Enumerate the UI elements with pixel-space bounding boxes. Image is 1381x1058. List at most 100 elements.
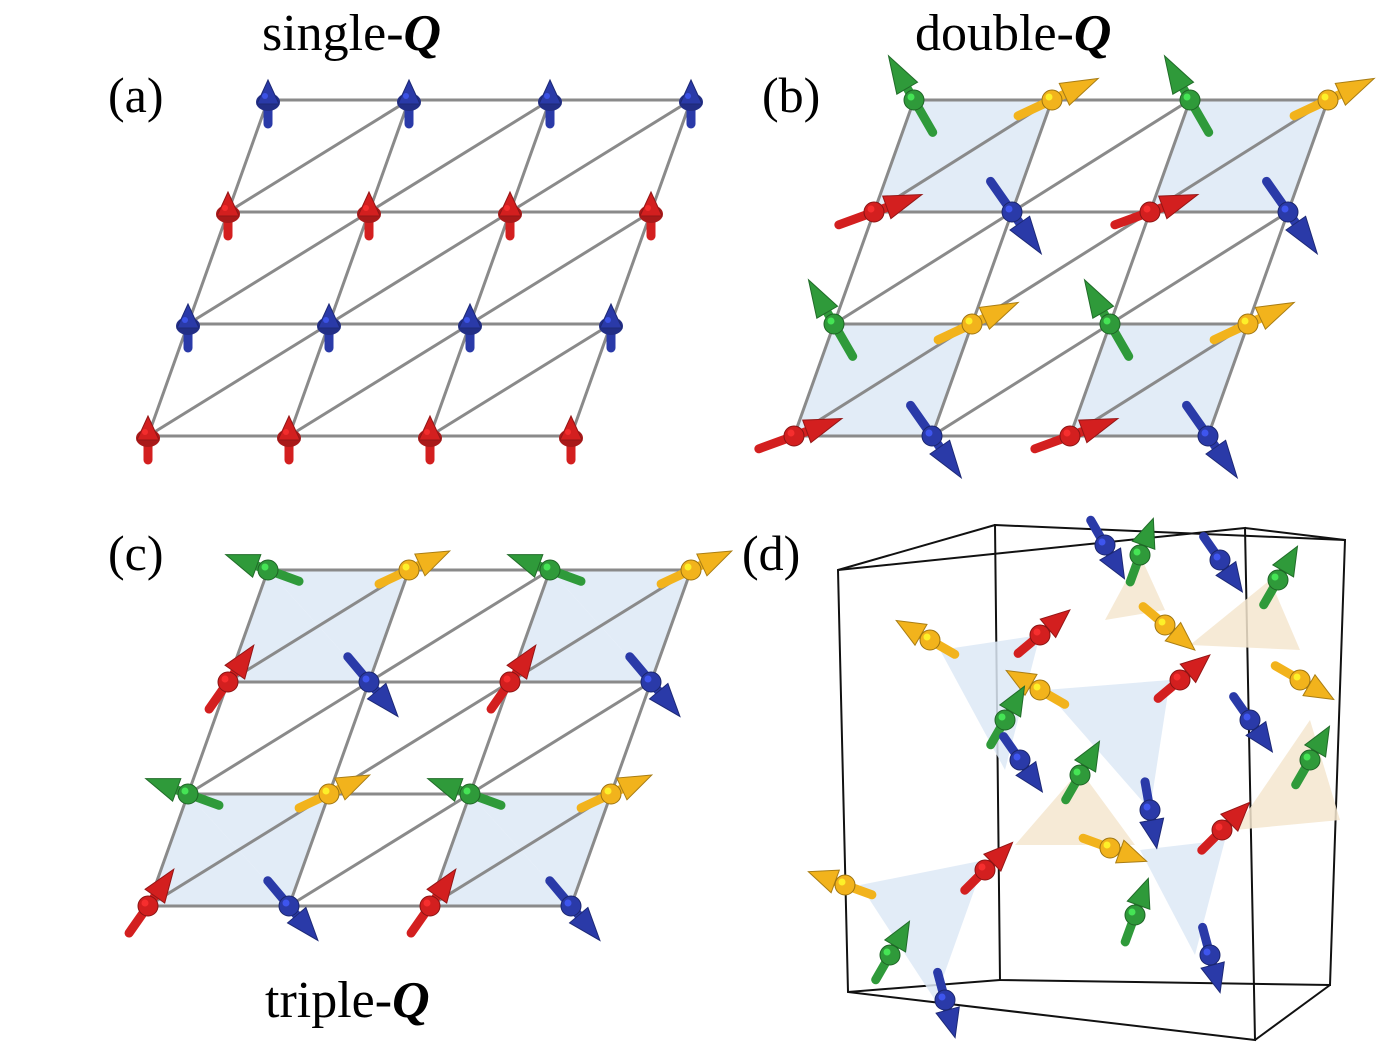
sphere-highlight xyxy=(1243,713,1251,721)
arrow-icon xyxy=(256,78,280,105)
bond-line xyxy=(186,211,230,325)
sphere-icon xyxy=(1211,819,1233,841)
bond-line xyxy=(569,323,613,437)
bond-line xyxy=(1109,210,1289,326)
sphere-icon xyxy=(863,201,885,223)
arrow-icon xyxy=(426,867,457,904)
sphere-highlight xyxy=(1173,673,1181,681)
arrow-icon xyxy=(639,190,663,217)
sphere-highlight xyxy=(1281,205,1289,213)
sphere-highlight xyxy=(838,878,846,886)
sphere-icon xyxy=(1029,679,1051,701)
sphere-highlight xyxy=(182,317,188,323)
sphere-icon xyxy=(459,783,481,805)
plaquette-triangle xyxy=(228,570,369,682)
sphere-icon xyxy=(823,313,845,335)
sphere-icon xyxy=(1059,425,1081,447)
arrow-icon xyxy=(506,554,544,579)
sphere-highlight xyxy=(363,205,369,211)
bond-line xyxy=(930,323,974,437)
sphere-highlight xyxy=(605,317,611,323)
arrow-icon xyxy=(1163,54,1195,95)
arrow-icon xyxy=(1334,77,1376,106)
arrow-icon xyxy=(418,414,442,441)
sphere-highlight xyxy=(322,787,330,795)
sphere-highlight xyxy=(565,429,571,435)
panel-a-single-q-lattice xyxy=(136,78,703,465)
arrow-icon xyxy=(136,414,160,441)
sphere-icon xyxy=(1209,549,1231,571)
sphere-highlight xyxy=(402,563,410,571)
bond-line xyxy=(428,323,472,437)
arrow-icon xyxy=(224,554,262,579)
sphere-highlight xyxy=(261,563,269,571)
sphere-highlight xyxy=(1063,429,1071,437)
plaquette-triangle xyxy=(1190,580,1300,650)
bond-line xyxy=(288,322,471,438)
sphere-highlight xyxy=(1201,429,1209,437)
panel-label-d: (d) xyxy=(742,525,800,581)
sphere-highlight xyxy=(142,429,148,435)
sphere-highlight xyxy=(1005,205,1013,213)
arrow-icon xyxy=(538,78,562,105)
plaquette-triangle xyxy=(1045,680,1170,810)
arrow-icon xyxy=(807,278,839,319)
bond-line xyxy=(509,568,692,684)
sphere-highlight xyxy=(1143,803,1151,811)
title-double-prefix: double- xyxy=(915,5,1074,62)
bond-line xyxy=(569,793,613,907)
bond-line xyxy=(469,210,652,326)
arrow-icon xyxy=(1285,215,1319,256)
bond-line xyxy=(832,211,876,325)
sphere-highlight xyxy=(644,675,652,683)
sphere-highlight xyxy=(938,993,946,1001)
sphere-icon xyxy=(1289,669,1311,691)
sphere-highlight xyxy=(1293,673,1301,681)
sphere-highlight xyxy=(787,429,795,437)
sphere-highlight xyxy=(283,429,289,435)
sphere-icon xyxy=(600,783,622,805)
sphere-icon xyxy=(1069,764,1091,786)
arrow-icon xyxy=(414,550,452,577)
sphere-icon xyxy=(539,559,561,581)
arrow-icon xyxy=(679,78,703,105)
plaquette-triangle xyxy=(268,570,409,682)
bond-line xyxy=(468,211,512,325)
sphere-icon xyxy=(1129,544,1151,566)
sphere-icon xyxy=(921,425,943,447)
bond-line xyxy=(429,322,612,438)
arrow-icon xyxy=(216,190,240,217)
bond-line xyxy=(1206,323,1250,437)
arrow-icon xyxy=(696,550,734,577)
title-single-q: single-Q xyxy=(262,5,441,62)
sphere-icon xyxy=(1094,534,1116,556)
sphere-icon xyxy=(177,783,199,805)
sphere-highlight xyxy=(978,863,986,871)
sphere-icon xyxy=(1009,749,1031,771)
sphere-highlight xyxy=(883,948,891,956)
sphere-icon xyxy=(560,895,582,917)
arrow-icon xyxy=(317,302,341,329)
arrow-icon xyxy=(978,301,1020,330)
sphere-icon xyxy=(1154,614,1176,636)
sphere-icon xyxy=(961,313,983,335)
title-triple-prefix: triple- xyxy=(265,972,392,1029)
bond-line xyxy=(469,680,652,796)
bond-line xyxy=(226,99,270,213)
sphere-icon xyxy=(919,629,941,651)
plaquette-triangle xyxy=(188,794,329,906)
bond-line xyxy=(1108,211,1152,325)
sphere-icon xyxy=(934,989,956,1011)
bond-line xyxy=(1010,99,1054,213)
sphere-highlight xyxy=(1033,628,1041,636)
sphere-highlight xyxy=(923,633,931,641)
sphere-highlight xyxy=(1143,205,1151,213)
arrow-icon xyxy=(801,417,844,444)
plaquette-triangle xyxy=(860,860,985,1000)
sphere-highlight xyxy=(998,713,1006,721)
panel-c-triple-q-lattice xyxy=(124,550,734,942)
sphere-highlight xyxy=(907,93,915,101)
bond-line xyxy=(367,99,411,213)
arrow-icon xyxy=(648,682,681,718)
